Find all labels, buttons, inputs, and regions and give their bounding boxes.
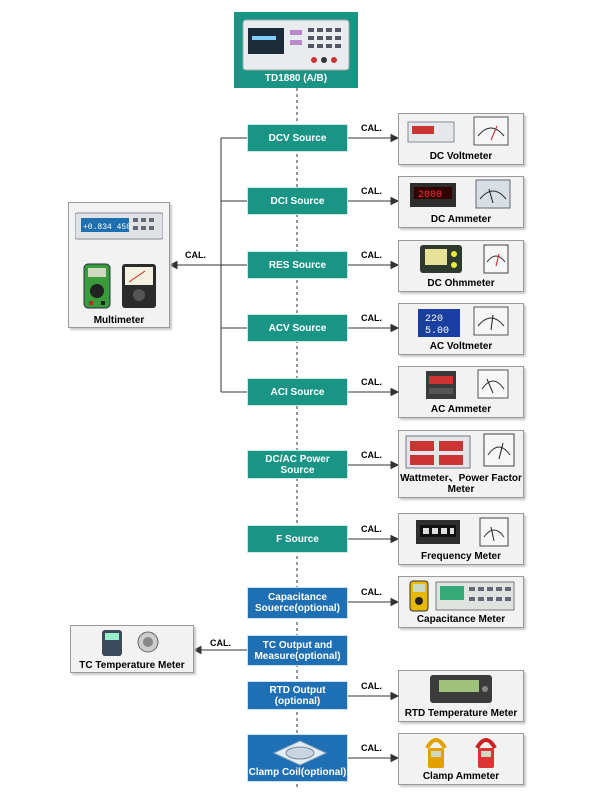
top-instrument-title: TD1880 (A/B) bbox=[264, 73, 328, 84]
node-rtd-output: RTD Output (optional) bbox=[247, 681, 348, 710]
cal-label-freq: CAL. bbox=[361, 524, 382, 534]
node-frequency-source: F Source bbox=[247, 525, 348, 553]
bench-multimeter-icon: +0.834 450 bbox=[75, 212, 163, 240]
arrow-freq bbox=[348, 534, 400, 544]
top-instrument-box: TD1880 (A/B) bbox=[234, 12, 358, 88]
clamp-ammeter-label: Clamp Ammeter bbox=[422, 771, 500, 782]
arrow-acv bbox=[348, 323, 400, 333]
node-capacitance-source: Capacitance Souerce(optional) bbox=[247, 587, 348, 619]
dc-ammeter-digital-icon: 2000 bbox=[410, 183, 456, 207]
rtd-meter-label: RTD Temperature Meter bbox=[404, 708, 518, 719]
wattmeter-digital-icon bbox=[405, 435, 471, 469]
ac-ammeter-label: AC Ammeter bbox=[430, 404, 492, 415]
clamp-ammeter-icon-2 bbox=[475, 738, 497, 768]
device-rtd-temperature-meter: RTD Temperature Meter bbox=[398, 670, 524, 722]
analog-multimeter-icon bbox=[122, 264, 156, 308]
device-ac-voltmeter: 220 5.00 AC Voltmeter bbox=[398, 303, 524, 355]
ac-ammeter-analog-icon bbox=[477, 369, 509, 399]
tc-meter-label: TC Temperature Meter bbox=[79, 660, 185, 671]
device-tc-temperature-meter: TC Temperature Meter bbox=[70, 625, 194, 673]
rtd-meter-icon bbox=[430, 675, 492, 703]
cal-label-rtd: CAL. bbox=[361, 681, 382, 691]
node-dcv-source: DCV Source bbox=[247, 124, 348, 152]
arrow-lines bbox=[168, 133, 400, 763]
device-clamp-ammeter: Clamp Ammeter bbox=[398, 733, 524, 785]
capacitance-bench-icon bbox=[435, 581, 515, 611]
multimeter-display-text: +0.834 450 bbox=[83, 223, 131, 232]
clamp-coil-label: Clamp Coil(optional) bbox=[248, 767, 347, 778]
arrow-power bbox=[348, 460, 400, 470]
arrow-tc bbox=[192, 645, 247, 655]
cal-label-multimeter: CAL. bbox=[185, 250, 206, 260]
arrow-clamp bbox=[348, 753, 400, 763]
wattmeter-label: Wattmeter、Power Factor Meter bbox=[400, 473, 522, 495]
tc-handheld-icon bbox=[102, 630, 122, 656]
node-power-source: DC/AC Power Source bbox=[247, 450, 348, 479]
arrow-dcv bbox=[348, 133, 400, 143]
device-dc-ammeter: 2000 DC Ammeter bbox=[398, 176, 524, 228]
device-multimeter: +0.834 450 Multimeter bbox=[68, 202, 170, 328]
node-res-source: RES Source bbox=[247, 251, 348, 279]
device-ac-ammeter: AC Ammeter bbox=[398, 366, 524, 418]
dc-voltmeter-bench-icon bbox=[407, 121, 455, 143]
cal-label-clamp: CAL. bbox=[361, 743, 382, 753]
device-dc-voltmeter: DC Voltmeter bbox=[398, 113, 524, 165]
cal-label-tc: CAL. bbox=[210, 638, 231, 648]
handheld-multimeter-icon bbox=[83, 263, 111, 309]
acv-display-text-2: 5.00 bbox=[425, 326, 449, 337]
dc-ammeter-label: DC Ammeter bbox=[430, 214, 492, 225]
cal-label-cap: CAL. bbox=[361, 587, 382, 597]
capacitance-handheld-icon bbox=[409, 580, 429, 612]
arrow-cap bbox=[348, 597, 400, 607]
td1880-instrument-icon bbox=[242, 19, 350, 71]
dci-display-text: 2000 bbox=[418, 190, 442, 201]
ac-voltmeter-digital-icon: 220 5.00 bbox=[418, 309, 460, 337]
dc-voltmeter-analog-icon bbox=[473, 116, 509, 146]
tc-probe-icon bbox=[137, 631, 159, 653]
device-wattmeter: Wattmeter、Power Factor Meter bbox=[398, 430, 524, 498]
node-tc-output: TC Output and Measure(optional) bbox=[247, 635, 348, 666]
device-capacitance-meter: Capacitance Meter bbox=[398, 576, 524, 628]
frequency-meter-digital-icon bbox=[416, 520, 460, 544]
cal-label-dcv: CAL. bbox=[361, 123, 382, 133]
node-clamp-coil: Clamp Coil(optional) bbox=[247, 734, 348, 782]
arrow-multimeter bbox=[168, 260, 221, 270]
capacitance-meter-label: Capacitance Meter bbox=[416, 614, 506, 625]
ac-voltmeter-label: AC Voltmeter bbox=[429, 341, 493, 352]
acv-display-text-1: 220 bbox=[425, 314, 443, 325]
frequency-meter-label: Frequency Meter bbox=[420, 551, 502, 562]
clamp-ammeter-icon-1 bbox=[425, 738, 447, 768]
arrow-dci bbox=[348, 196, 400, 206]
ac-voltmeter-analog-icon bbox=[473, 306, 509, 336]
multimeter-label: Multimeter bbox=[93, 315, 145, 326]
dc-ohmmeter-label: DC Ohmmeter bbox=[427, 278, 495, 289]
frequency-meter-analog-icon bbox=[479, 517, 509, 547]
dc-voltmeter-label: DC Voltmeter bbox=[429, 151, 493, 162]
device-frequency-meter: Frequency Meter bbox=[398, 513, 524, 565]
node-acv-source: ACV Source bbox=[247, 314, 348, 342]
cal-label-res: CAL. bbox=[361, 250, 382, 260]
ac-ammeter-digital-icon bbox=[426, 371, 456, 399]
dc-ammeter-analog-icon bbox=[475, 179, 511, 209]
cal-label-acv: CAL. bbox=[361, 313, 382, 323]
dc-ohmmeter-analog-icon bbox=[483, 244, 509, 274]
node-aci-source: ACI Source bbox=[247, 378, 348, 406]
dc-ohmmeter-bench-icon bbox=[420, 245, 462, 273]
cal-label-power: CAL. bbox=[361, 450, 382, 460]
power-factor-analog-icon bbox=[483, 433, 515, 467]
arrow-rtd bbox=[348, 691, 400, 701]
cal-label-aci: CAL. bbox=[361, 377, 382, 387]
node-dci-source: DCI Source bbox=[247, 187, 348, 215]
arrow-res bbox=[348, 260, 400, 270]
clamp-coil-icon bbox=[272, 740, 328, 766]
cal-label-dci: CAL. bbox=[361, 186, 382, 196]
arrow-aci bbox=[348, 387, 400, 397]
device-dc-ohmmeter: DC Ohmmeter bbox=[398, 240, 524, 292]
